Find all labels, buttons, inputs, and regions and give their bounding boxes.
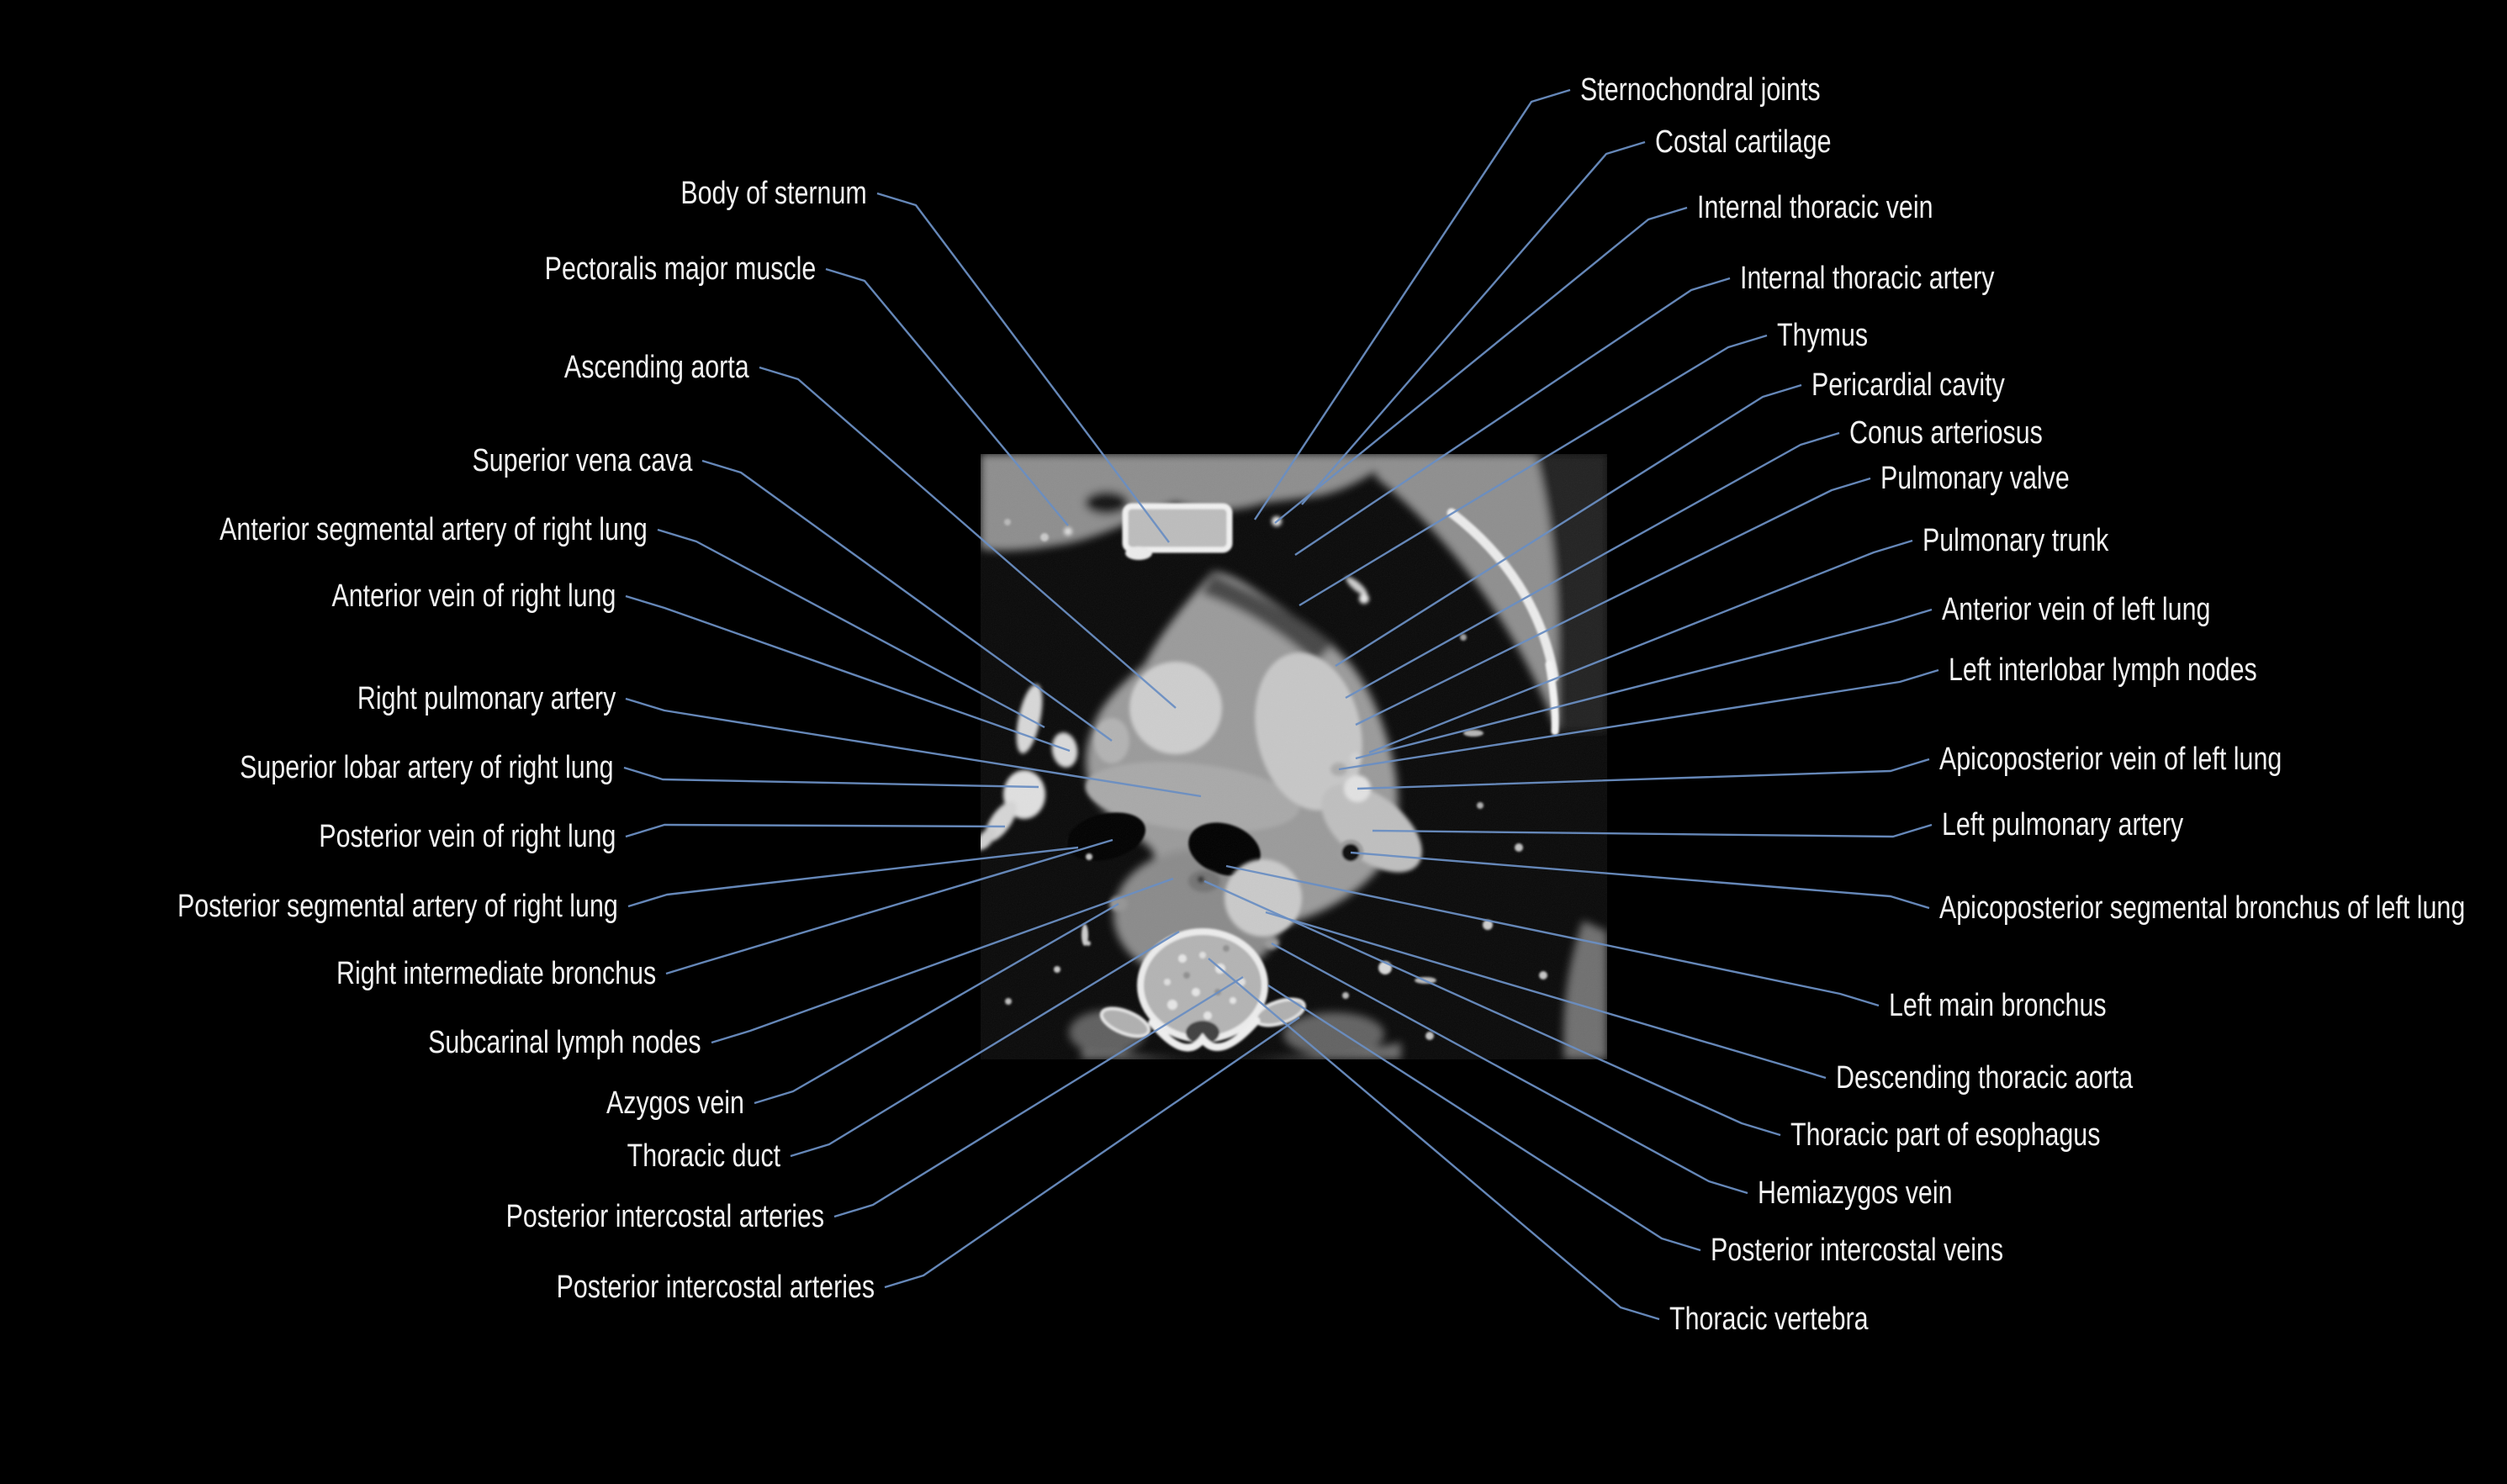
anatomy-label-costal-cartilage-1: Costal cartilage — [1655, 124, 1832, 160]
anatomy-label-ascending-aorta-22: Ascending aorta — [564, 350, 749, 385]
anatomy-label-internal-thoracic-vein-2: Internal thoracic vein — [1697, 190, 1933, 225]
anatomy-label-anterior-vein-of-right-lung-25: Anterior vein of right lung — [331, 578, 616, 614]
anatomy-label-thoracic-duct-33: Thoracic duct — [627, 1138, 780, 1174]
anatomy-label-left-main-bronchus-14: Left main bronchus — [1889, 988, 2107, 1023]
anatomy-label-superior-lobar-artery-of-right-lung-27: Superior lobar artery of right lung — [240, 750, 614, 785]
anatomy-label-conus-arteriosus-6: Conus arteriosus — [1849, 415, 2043, 451]
anatomy-label-azygos-vein-32: Azygos vein — [606, 1085, 744, 1121]
anatomy-label-right-intermediate-bronchus-30: Right intermediate bronchus — [336, 956, 656, 991]
anatomy-label-left-pulmonary-artery-12: Left pulmonary artery — [1942, 807, 2184, 842]
anatomy-label-posterior-vein-of-right-lung-28: Posterior vein of right lung — [318, 819, 616, 854]
anatomy-label-thoracic-part-of-esophagus-16: Thoracic part of esophagus — [1790, 1117, 2101, 1153]
anatomy-label-pectoralis-major-muscle-21: Pectoralis major muscle — [544, 251, 816, 287]
anatomy-label-pericardial-cavity-5: Pericardial cavity — [1811, 367, 2005, 403]
anatomy-label-internal-thoracic-artery-3: Internal thoracic artery — [1740, 261, 1995, 296]
anatomy-label-apicoposterior-vein-of-left-lung-11: Apicoposterior vein of left lung — [1939, 742, 2282, 777]
anatomy-label-thoracic-vertebra-19: Thoracic vertebra — [1669, 1302, 1869, 1337]
anatomy-label-posterior-intercostal-veins-18: Posterior intercostal veins — [1711, 1233, 2004, 1268]
anatomy-label-apicoposterior-segmental-bronchus-of-left-lung-13: Apicoposterior segmental bronchus of lef… — [1939, 890, 2466, 926]
anatomy-label-posterior-intercostal-arteries-34: Posterior intercostal arteries — [505, 1199, 824, 1234]
anatomy-label-descending-thoracic-aorta-15: Descending thoracic aorta — [1836, 1060, 2134, 1096]
anatomy-label-posterior-intercostal-arteries-35: Posterior intercostal arteries — [556, 1270, 875, 1305]
anatomy-label-superior-vena-cava-23: Superior vena cava — [472, 443, 692, 478]
anatomy-label-hemiazygos-vein-17: Hemiazygos vein — [1758, 1175, 1953, 1211]
anatomy-label-pulmonary-trunk-8: Pulmonary trunk — [1923, 523, 2109, 558]
anatomy-label-left-interlobar-lymph-nodes-10: Left interlobar lymph nodes — [1949, 652, 2257, 688]
anatomy-label-posterior-segmental-artery-of-right-lung-29: Posterior segmental artery of right lung — [177, 889, 618, 924]
anatomy-label-right-pulmonary-artery-26: Right pulmonary artery — [357, 681, 616, 716]
anatomy-label-anterior-segmental-artery-of-right-lung-24: Anterior segmental artery of right lung — [219, 512, 648, 547]
anatomy-label-thymus-4: Thymus — [1777, 318, 1869, 353]
anatomy-label-pulmonary-valve-7: Pulmonary valve — [1880, 461, 2070, 496]
anatomy-label-sternochondral-joints-0: Sternochondral joints — [1580, 72, 1821, 108]
anatomy-label-subcarinal-lymph-nodes-31: Subcarinal lymph nodes — [428, 1025, 701, 1060]
anatomy-label-body-of-sternum-20: Body of sternum — [680, 176, 867, 211]
anatomy-label-anterior-vein-of-left-lung-9: Anterior vein of left lung — [1942, 592, 2211, 627]
